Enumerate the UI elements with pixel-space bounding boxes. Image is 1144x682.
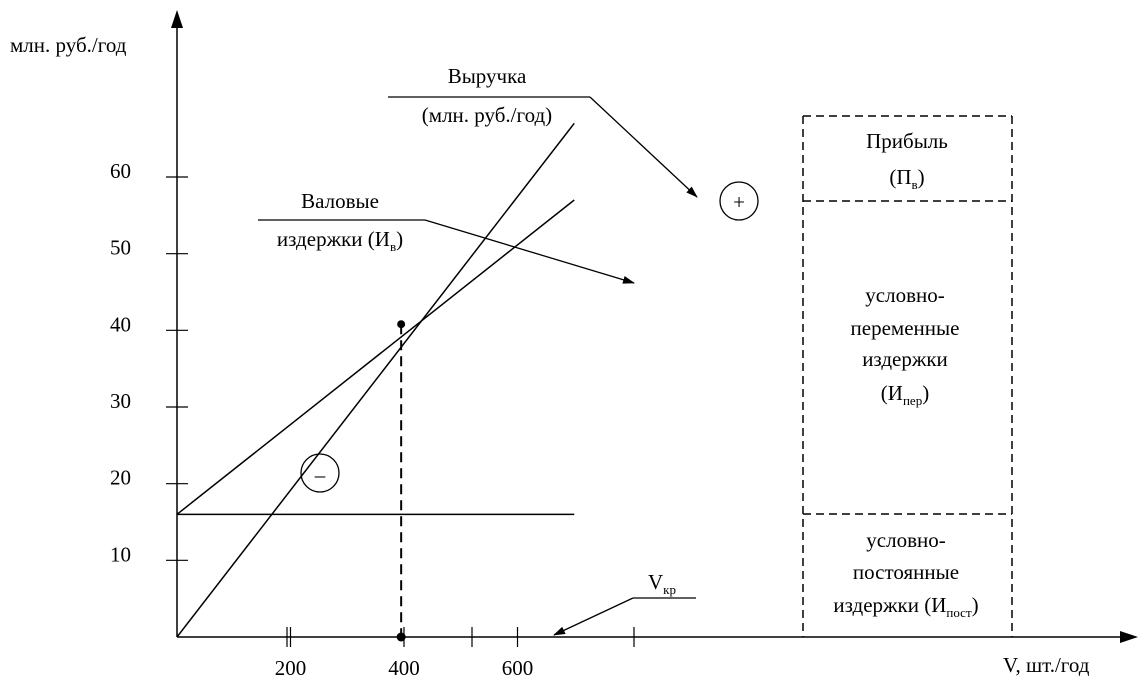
revenue-label-line1: Выручка (448, 64, 527, 88)
series-lines (176, 122, 575, 638)
fixed-costs-main: издержки (И (833, 593, 946, 617)
gross-costs-leader-arrow (424, 219, 635, 284)
x-tick-label: 600 (502, 656, 534, 680)
y-axis-title: млн. руб./год (10, 33, 127, 57)
axes (171, 10, 1138, 643)
profit-label-line2: (Пв) (889, 165, 924, 192)
x-tick-label: 400 (388, 656, 420, 680)
plus-circle (719, 181, 759, 221)
fixed-costs-line2: постоянные (853, 560, 959, 584)
profit-end: ) (918, 165, 925, 189)
profit-label-line1: Прибыль (866, 129, 948, 153)
gross-costs-label-line2: издержки (Ив) (277, 227, 403, 254)
fixed-costs-subscript: пост (946, 605, 972, 620)
minus-sign: – (314, 463, 326, 487)
variable-costs-main: (И (881, 381, 903, 405)
x-tick-label: 200 (275, 656, 307, 680)
plus-sign-marker: + (719, 181, 759, 221)
gross-costs-subscript: в (390, 239, 396, 254)
variable-costs-line4: (Ипер) (881, 381, 929, 408)
vkr-leader-arrow (553, 597, 634, 636)
leader-lines (258, 96, 698, 636)
revenue-label-line2: (млн. руб./год) (422, 103, 552, 127)
gross-costs-line (176, 199, 575, 515)
gross-costs-main: издержки (И (277, 227, 390, 251)
vkr-subscript: кр (663, 582, 676, 597)
minus-sign-marker: – (300, 453, 340, 493)
plus-sign: + (733, 190, 745, 214)
variable-costs-subscript: пер (903, 393, 922, 408)
y-tick-label: 40 (110, 312, 131, 336)
break-even-group (396, 320, 406, 642)
vkr-main: V (648, 570, 663, 594)
variable-costs-end: ) (922, 381, 929, 405)
break-even-point (397, 320, 406, 329)
x-axis-arrow-icon (1120, 631, 1138, 643)
y-axis-arrow-icon (171, 10, 183, 28)
profit-subscript: в (912, 177, 918, 192)
revenue-line (176, 122, 575, 638)
y-tick-label: 50 (110, 236, 131, 260)
gross-costs-label-line1: Валовые (301, 189, 379, 213)
variable-costs-line1: условно- (865, 283, 944, 307)
vkr-label: Vкр (648, 570, 676, 597)
fixed-costs-end: ) (972, 593, 979, 617)
profit-main: (П (889, 165, 911, 189)
variable-costs-line2: переменные (851, 316, 960, 340)
gross-costs-end: ) (396, 227, 403, 251)
y-tick-label: 10 (110, 542, 131, 566)
y-tick-label: 60 (110, 159, 131, 183)
minus-circle (300, 453, 340, 493)
fixed-costs-line3: издержки (Ипост) (833, 593, 978, 620)
variable-costs-line3: издержки (862, 347, 948, 371)
revenue-leader-arrow (589, 96, 698, 198)
dashed-region (802, 115, 1013, 637)
ticks: 200 400 600 10 20 30 40 50 60 (110, 159, 635, 680)
x-axis-title: V, шт./год (1003, 653, 1090, 677)
break-even-volume-point (396, 632, 406, 642)
fixed-costs-line1: условно- (866, 528, 945, 552)
y-tick-label: 20 (110, 466, 131, 490)
y-tick-label: 30 (110, 389, 131, 413)
